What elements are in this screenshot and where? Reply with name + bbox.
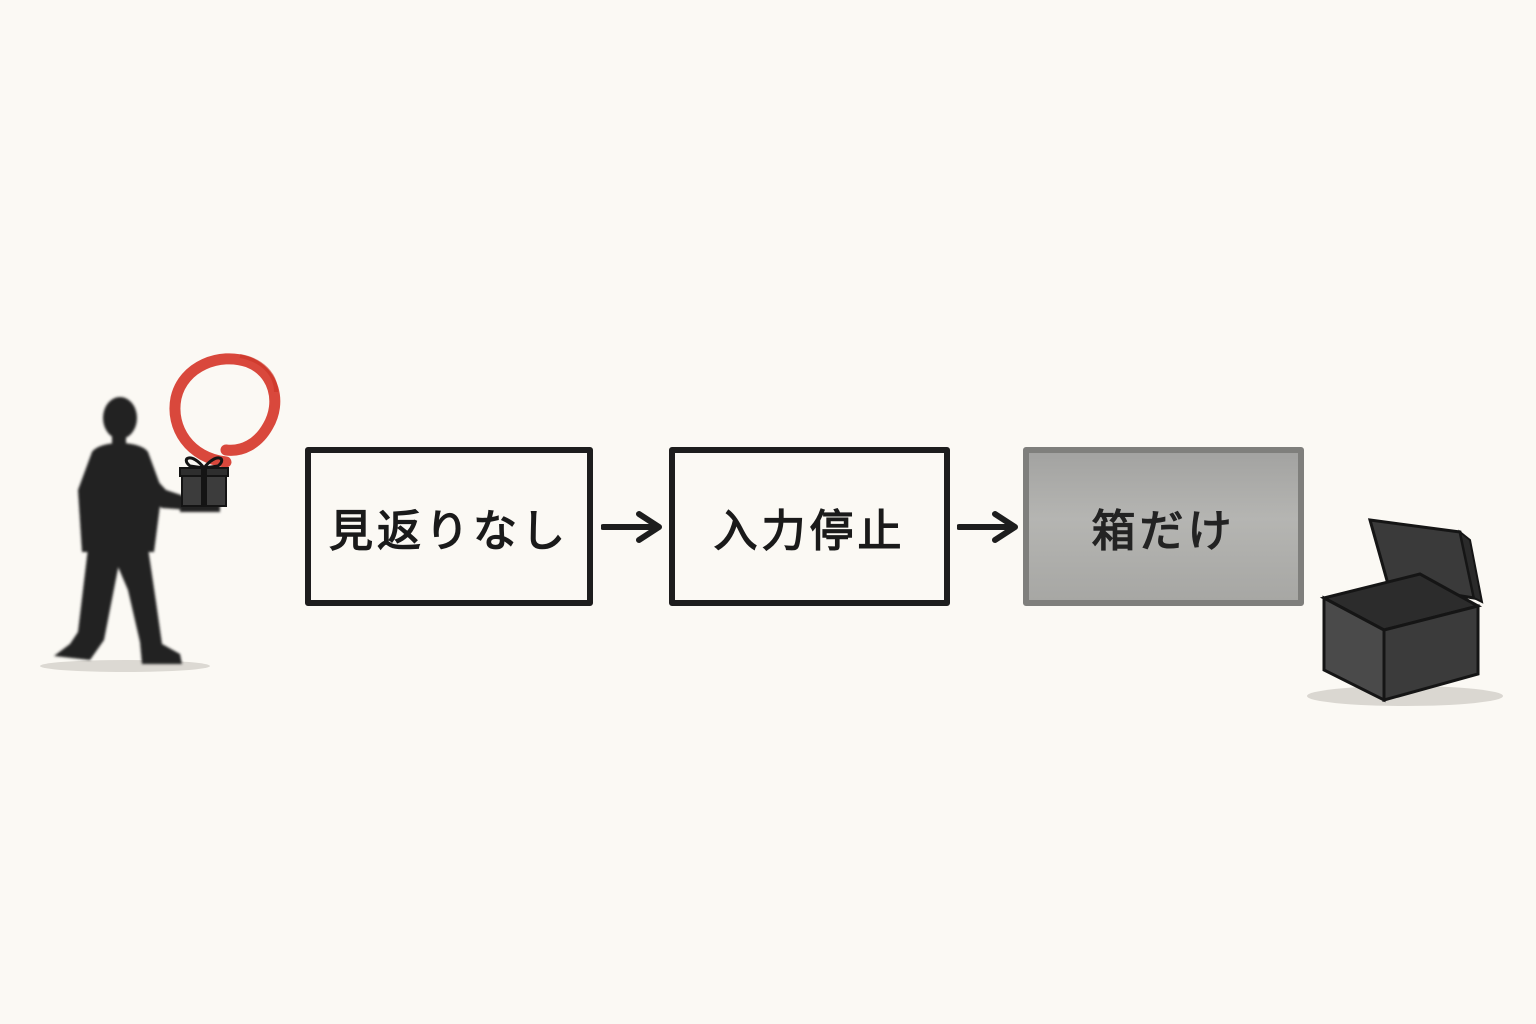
step-box-input-stop: 入力停止 [669,447,950,606]
gift-box-icon [179,456,229,507]
step-box-only-box: 箱だけ [1023,447,1304,606]
arrow-right-icon [601,511,662,543]
arrow-right-icon [957,511,1018,543]
step-label: 入力停止 [713,505,906,557]
step-label: 箱だけ [1091,505,1236,557]
step-label: 見返りなし [329,505,569,557]
step-box-no-return: 見返りなし [305,447,593,606]
open-empty-box-icon [1307,518,1503,706]
person-carrying-gift-icon [40,353,281,672]
red-enso-circle-icon [169,353,281,468]
